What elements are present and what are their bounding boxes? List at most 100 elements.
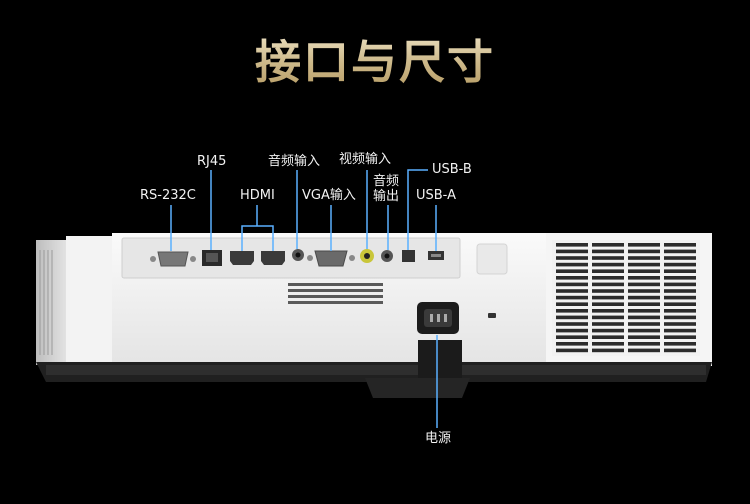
label-audio-out: 音频 输出: [373, 174, 399, 204]
vent-slot: [664, 342, 696, 346]
vent-slot: [664, 295, 696, 300]
vent-slot: [556, 276, 588, 280]
vent-slot: [628, 302, 660, 306]
vent-slot: [592, 243, 624, 247]
vent-slot: [664, 348, 696, 353]
label-usb-a: USB-A: [416, 188, 456, 203]
hdmi-port-1: [230, 251, 254, 265]
vent-slot: [592, 249, 624, 254]
vent-slot: [592, 348, 624, 353]
label-audio-out-line1: 音频: [373, 174, 400, 189]
vent-slot: [556, 348, 588, 353]
vent-slot: [628, 262, 660, 267]
vent-slot: [664, 322, 696, 326]
vent-slot: [592, 315, 624, 320]
vent-slot: [556, 342, 588, 346]
vent-slot: [664, 328, 696, 333]
vent-slot: [628, 315, 660, 320]
vent-slot: [556, 249, 588, 254]
page-title: 接口与尺寸: [0, 26, 750, 92]
security-slot: [488, 313, 496, 318]
vent-slot: [628, 282, 660, 287]
vent-slot: [664, 269, 696, 273]
vent-slot: [628, 249, 660, 254]
label-audio-out-line2: 输出: [373, 189, 400, 204]
label-rs232c: RS-232C: [140, 188, 196, 203]
audio-in-jack: [292, 249, 304, 261]
vent-slot: [628, 256, 660, 260]
vent-slot: [592, 335, 624, 339]
vent-slot: [628, 289, 660, 293]
vent-slot: [628, 322, 660, 326]
vent-slot: [664, 315, 696, 320]
hdmi-port-2: [261, 251, 285, 265]
label-power: 电源: [425, 431, 452, 446]
vent-slot: [556, 295, 588, 300]
projector-foot: [365, 340, 470, 398]
vent-slot: [592, 302, 624, 306]
vent-slot: [592, 295, 624, 300]
vent-slot: [628, 243, 660, 247]
callout-lines: [170, 169, 438, 428]
vent-slot: [592, 256, 624, 260]
vent-slot: [556, 302, 588, 306]
vent-slot: [628, 348, 660, 353]
vent-slot: [592, 322, 624, 326]
vent-slot: [664, 335, 696, 339]
label-usb-b: USB-B: [432, 162, 472, 177]
vent-slot: [556, 269, 588, 273]
vent-slot: [628, 276, 660, 280]
vent-slot: [592, 309, 624, 313]
vent-slot: [664, 309, 696, 313]
vent-slot: [592, 342, 624, 346]
vent-slot: [592, 289, 624, 293]
vent-slot: [592, 282, 624, 287]
vent-slot: [628, 342, 660, 346]
vent-slot: [628, 328, 660, 333]
indicator-panel: [476, 243, 508, 275]
vent-slot: [628, 335, 660, 339]
vent-slot: [556, 282, 588, 287]
vga-port: [307, 250, 355, 267]
vent-slot: [592, 262, 624, 267]
vent-slot: [664, 256, 696, 260]
rj45-port: [202, 250, 222, 266]
vent-slot: [664, 302, 696, 306]
usb-b-port: [402, 250, 415, 262]
vent-slot: [592, 276, 624, 280]
vent-slot: [664, 282, 696, 287]
vent-slot: [556, 256, 588, 260]
vent-slot: [664, 262, 696, 267]
vent-slot: [556, 328, 588, 333]
vent-slot: [556, 289, 588, 293]
vent-slot: [628, 309, 660, 313]
vent-slot: [556, 315, 588, 320]
power-socket: [417, 302, 459, 334]
vent-slot: [664, 243, 696, 247]
label-rj45: RJ45: [197, 154, 227, 169]
vent-slot: [556, 262, 588, 267]
vent-slot: [664, 249, 696, 254]
vent-slot: [664, 289, 696, 293]
label-video-in: 视频输入: [339, 152, 392, 167]
rs232c-port: [150, 251, 196, 267]
audio-out-jack: [381, 250, 393, 262]
vent-slot: [556, 322, 588, 326]
io-panel: [121, 237, 461, 279]
usb-a-port: [428, 251, 444, 260]
vent-slot: [628, 269, 660, 273]
label-audio-in: 音频输入: [268, 154, 321, 169]
vent-slot: [592, 328, 624, 333]
label-vga-in: VGA输入: [302, 188, 356, 203]
vent-slot: [592, 269, 624, 273]
vent-slot: [556, 335, 588, 339]
video-in-jack: [360, 249, 374, 263]
label-hdmi: HDMI: [240, 188, 275, 203]
vent-slot: [664, 276, 696, 280]
vent-slot: [556, 309, 588, 313]
center-vent: [288, 283, 383, 304]
right-vent: [552, 240, 700, 356]
vent-slot: [556, 243, 588, 247]
vent-slot: [628, 295, 660, 300]
